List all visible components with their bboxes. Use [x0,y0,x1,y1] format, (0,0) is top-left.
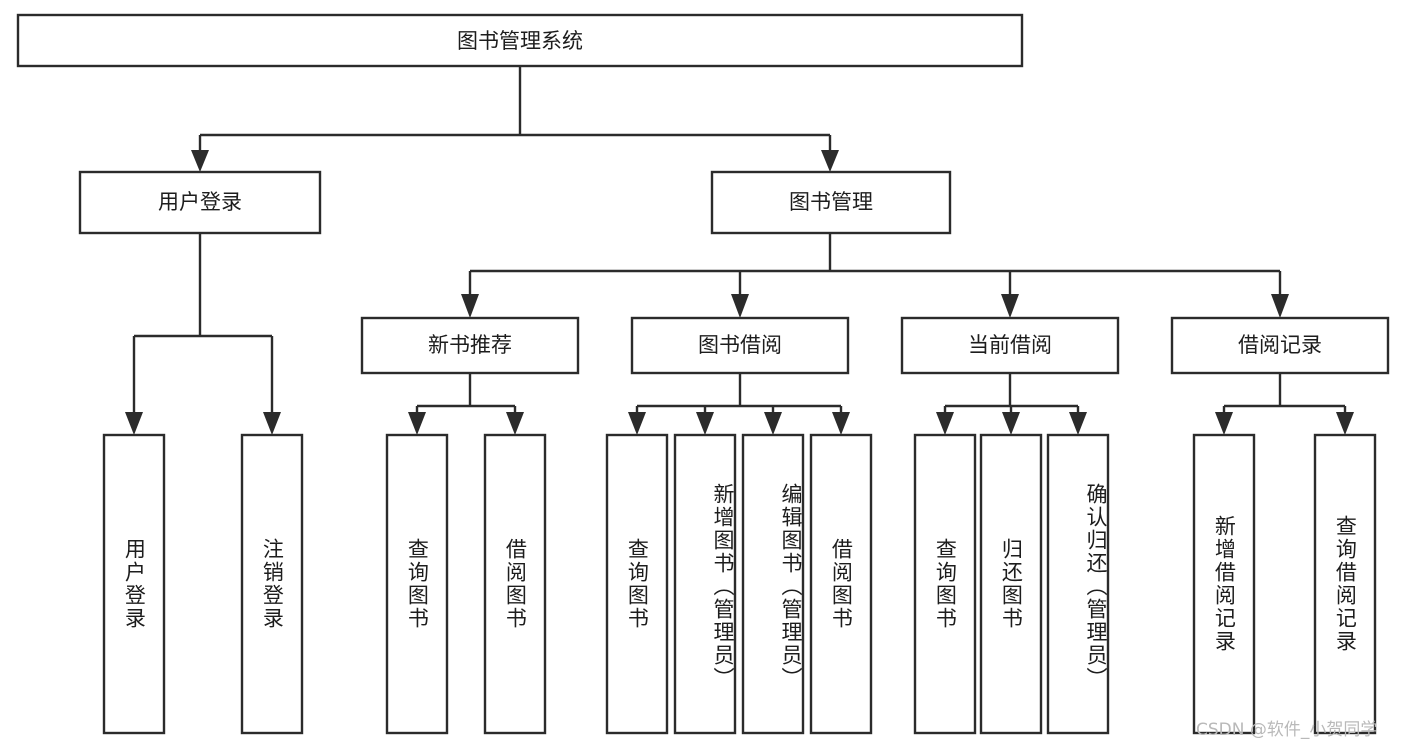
label-borrow-record: 借阅记录 [1238,333,1322,357]
arrow-to-newbook [461,294,479,318]
arrow-bookborrow-leaf-1 [628,412,646,435]
leaf-user-login-2[interactable] [240,433,304,735]
csdn-watermark: CSDN @软件_小贺同学 [1196,720,1378,740]
arrow-bookborrow-leaf-4 [832,412,850,435]
arrow-user-login-leaf-2 [263,412,281,435]
arrow-bookborrow-leaf-3 [764,412,782,435]
arrow-to-bookborrow [731,294,749,318]
leaf-new-book-1[interactable] [385,433,449,735]
leaf-borrow-record-1[interactable] [1192,433,1256,735]
leaf-user-login-1[interactable] [102,433,166,735]
node-book-borrow[interactable] [630,316,850,375]
arrow-currentborrow-leaf-2 [1002,412,1020,435]
leaf-current-borrow-3[interactable] [1046,433,1110,735]
node-label-group: 图书管理系统 用户登录 图书管理 新书推荐 图书借阅 当前借阅 借阅记录 [158,29,1322,357]
arrow-borrowrecord-leaf-1 [1215,412,1233,435]
arrow-newbook-leaf-2 [506,412,524,435]
arrow-currentborrow-leaf-3 [1069,412,1087,435]
arrow-borrowrecord-leaf-2 [1336,412,1354,435]
node-current-borrow[interactable] [900,316,1120,375]
label-book-manage: 图书管理 [789,190,873,214]
node-user-login[interactable] [78,170,322,235]
node-box-group [16,13,1390,735]
node-borrow-record[interactable] [1170,316,1390,375]
connector-group [125,66,1354,435]
leaf-new-book-2[interactable] [483,433,547,735]
leaf-book-borrow-3[interactable] [741,433,805,735]
node-new-book-recommend[interactable] [360,316,580,375]
arrow-to-user-login [191,150,209,172]
arrow-newbook-leaf-1 [408,412,426,435]
leaf-current-borrow-2[interactable] [979,433,1043,735]
arrow-to-currentborrow [1001,294,1019,318]
node-book-manage[interactable] [710,170,952,235]
leaf-borrow-record-2[interactable] [1313,433,1377,735]
leaf-book-borrow-4[interactable] [809,433,873,735]
label-book-borrow: 图书借阅 [698,333,782,357]
leaf-current-borrow-1[interactable] [913,433,977,735]
label-user-login: 用户登录 [158,190,242,214]
arrow-bookborrow-leaf-2 [696,412,714,435]
label-current-borrow: 当前借阅 [968,333,1052,357]
leaf-book-borrow-2[interactable] [673,433,737,735]
arrow-user-login-leaf-1 [125,412,143,435]
label-root: 图书管理系统 [457,29,583,53]
node-root[interactable] [16,13,1024,68]
arrow-to-book-manage [821,150,839,172]
arrow-to-borrowrecord [1271,294,1289,318]
label-new-book-recommend: 新书推荐 [428,333,512,357]
leaf-book-borrow-1[interactable] [605,433,669,735]
arrow-currentborrow-leaf-1 [936,412,954,435]
